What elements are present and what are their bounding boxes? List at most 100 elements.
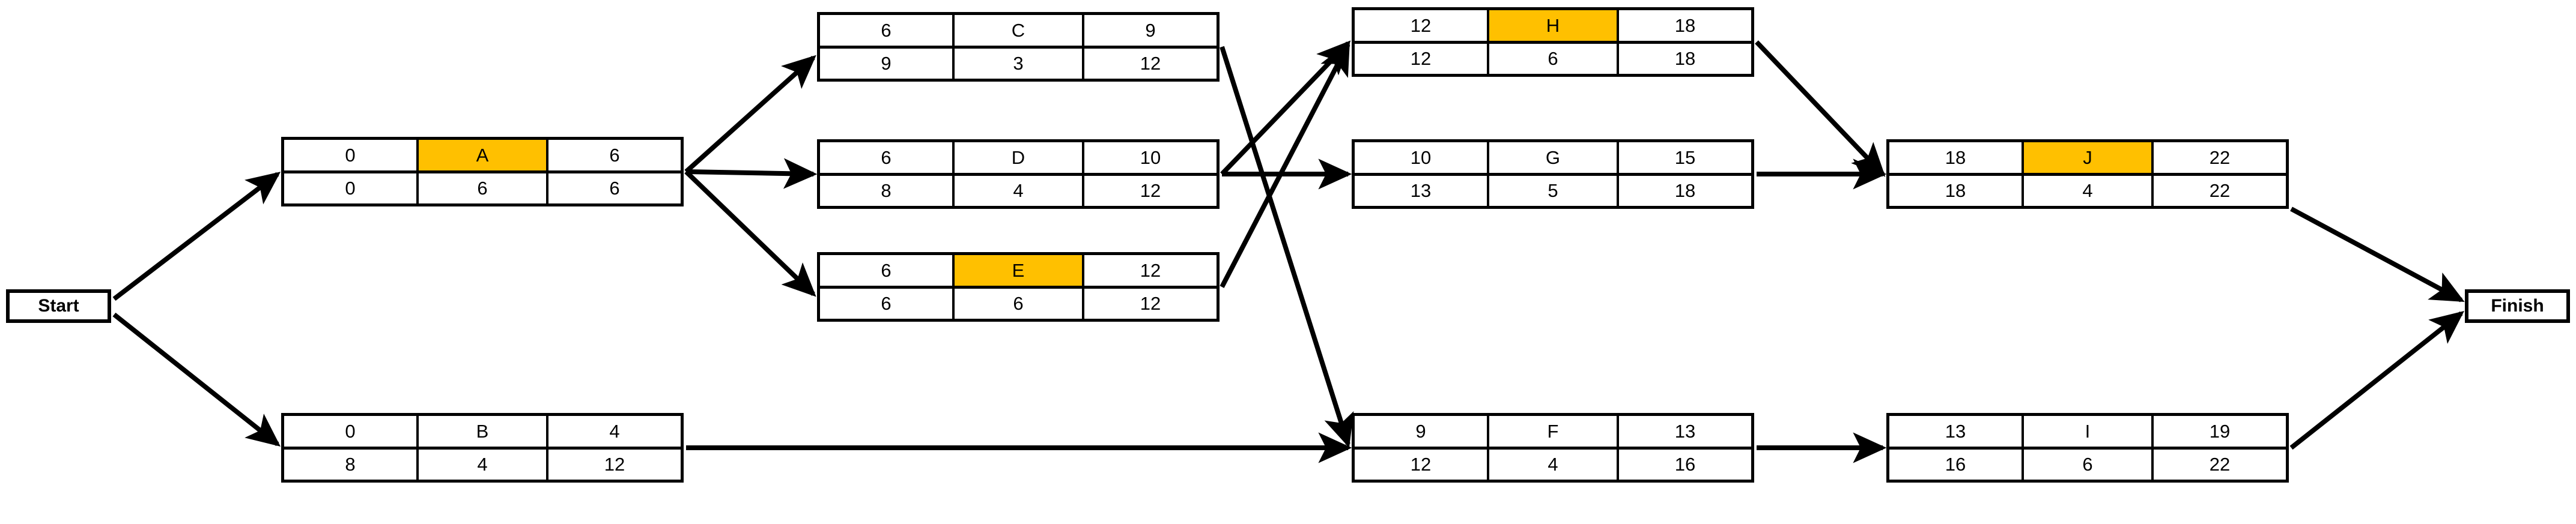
edge-J-finish xyxy=(2290,206,2465,303)
edge-A-D xyxy=(685,158,818,189)
late-finish-cell: 22 xyxy=(2209,180,2231,202)
early-start-cell: 10 xyxy=(1410,146,1432,168)
late-finish-cell: 18 xyxy=(1674,48,1696,70)
edge-start-A xyxy=(112,172,281,301)
late-start-cell: 16 xyxy=(1945,454,1966,475)
node-row-early: 10 G 15 xyxy=(1355,142,1751,176)
late-finish-cell: 12 xyxy=(604,454,625,475)
late-finish-cell: 12 xyxy=(1140,293,1161,315)
duration-cell: 4 xyxy=(416,449,548,480)
edge-A-C xyxy=(684,55,816,173)
activity-name-cell: E xyxy=(952,255,1084,286)
edge-D-H xyxy=(1220,40,1351,176)
late-start-cell: 8 xyxy=(881,180,892,202)
activity-node-h[interactable]: 12 H 18 12 6 18 xyxy=(1352,7,1754,77)
early-finish-cell: 19 xyxy=(2209,420,2231,442)
activity-name-cell: A xyxy=(416,140,548,170)
start-node-label: Start xyxy=(38,296,79,316)
early-finish-cell: 15 xyxy=(1674,146,1696,168)
duration-cell: 6 xyxy=(2021,449,2154,480)
late-start-cell: 0 xyxy=(345,178,356,199)
edge-C-F xyxy=(1220,46,1354,448)
early-start-cell: 0 xyxy=(345,420,356,442)
late-start-cell: 8 xyxy=(345,454,356,475)
early-finish-cell: 12 xyxy=(1140,259,1161,281)
activity-name-cell: F xyxy=(1486,416,1619,447)
early-finish-cell: 4 xyxy=(609,420,620,442)
early-start-cell: 0 xyxy=(345,144,356,166)
duration-cell: 4 xyxy=(1486,449,1619,480)
start-node[interactable]: Start xyxy=(6,289,111,323)
early-start-cell: 13 xyxy=(1945,420,1966,442)
node-row-early: 9 F 13 xyxy=(1355,416,1751,450)
late-start-cell: 18 xyxy=(1945,180,1966,202)
activity-name-cell: B xyxy=(416,416,548,447)
edge-I-finish xyxy=(2289,311,2465,450)
early-finish-cell: 13 xyxy=(1674,420,1696,442)
duration-cell: 5 xyxy=(1486,175,1619,206)
early-start-cell: 6 xyxy=(881,19,892,41)
early-finish-cell: 18 xyxy=(1674,14,1696,36)
duration-cell: 6 xyxy=(1486,43,1619,74)
late-finish-cell: 16 xyxy=(1674,454,1696,475)
activity-name-cell: G xyxy=(1486,142,1619,173)
activity-name-cell: D xyxy=(952,142,1084,173)
activity-node-j[interactable]: 18 J 22 18 4 22 xyxy=(1886,139,2289,209)
late-finish-cell: 6 xyxy=(609,178,620,199)
late-finish-cell: 12 xyxy=(1140,180,1161,202)
node-row-early: 6 E 12 xyxy=(820,255,1217,289)
activity-name-cell: J xyxy=(2021,142,2154,173)
activity-name-cell: C xyxy=(952,15,1084,46)
early-finish-cell: 6 xyxy=(609,144,620,166)
early-start-cell: 6 xyxy=(881,259,892,281)
node-row-late: 12 6 18 xyxy=(1355,43,1751,74)
activity-name-cell: H xyxy=(1486,10,1619,41)
duration-cell: 3 xyxy=(952,48,1084,79)
node-row-early: 12 H 18 xyxy=(1355,10,1751,44)
late-start-cell: 13 xyxy=(1410,180,1432,202)
early-finish-cell: 22 xyxy=(2209,146,2231,168)
late-finish-cell: 22 xyxy=(2209,454,2231,475)
duration-cell: 4 xyxy=(952,175,1084,206)
duration-cell: 6 xyxy=(416,173,548,203)
early-start-cell: 6 xyxy=(881,146,892,168)
node-row-early: 0 B 4 xyxy=(284,416,681,450)
late-start-cell: 9 xyxy=(881,53,892,74)
late-start-cell: 12 xyxy=(1410,48,1432,70)
node-row-late: 8 4 12 xyxy=(284,449,681,480)
node-row-late: 13 5 18 xyxy=(1355,175,1751,206)
early-start-cell: 12 xyxy=(1410,14,1432,36)
duration-cell: 6 xyxy=(952,288,1084,319)
node-row-early: 18 J 22 xyxy=(1889,142,2286,176)
node-row-late: 18 4 22 xyxy=(1889,175,2286,206)
node-row-early: 6 C 9 xyxy=(820,15,1217,49)
node-row-late: 6 6 12 xyxy=(820,288,1217,319)
edge-E-H xyxy=(1220,41,1350,288)
edge-H-J xyxy=(1755,40,1886,177)
early-start-cell: 18 xyxy=(1945,146,1966,168)
node-row-early: 0 A 6 xyxy=(284,140,681,173)
activity-node-g[interactable]: 10 G 15 13 5 18 xyxy=(1352,139,1754,209)
late-start-cell: 6 xyxy=(881,293,892,315)
finish-node-label: Finish xyxy=(2491,296,2544,316)
node-row-late: 0 6 6 xyxy=(284,173,681,203)
duration-cell: 4 xyxy=(2021,175,2154,206)
late-finish-cell: 18 xyxy=(1674,180,1696,202)
early-finish-cell: 9 xyxy=(1145,19,1156,41)
early-start-cell: 9 xyxy=(1415,420,1426,442)
edge-A-E xyxy=(684,170,816,297)
node-row-late: 16 6 22 xyxy=(1889,449,2286,480)
finish-node[interactable]: Finish xyxy=(2465,289,2570,323)
